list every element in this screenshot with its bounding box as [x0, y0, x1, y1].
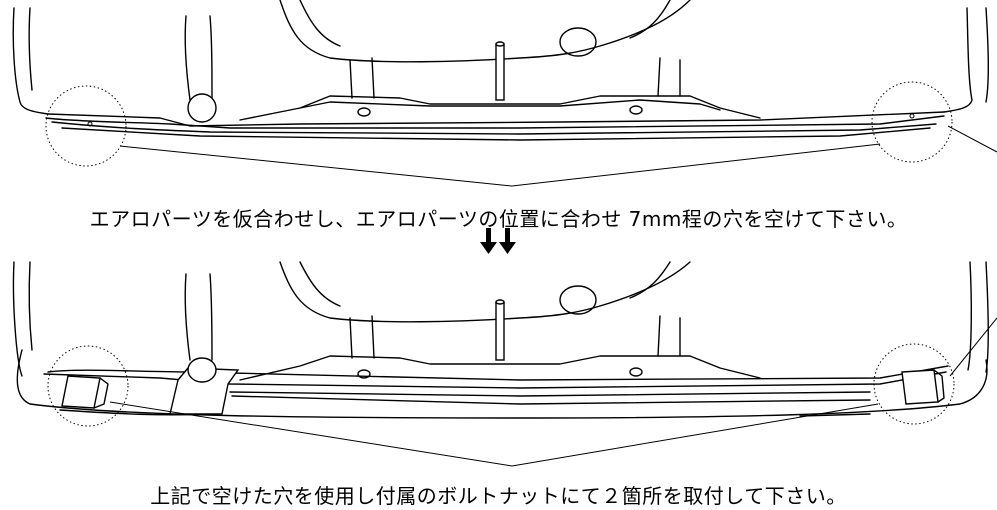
instruction-step-1: エアロパーツを仮合わせし、エアロパーツの位置に合わせ 7mm程の穴を空けて下さい… — [89, 207, 908, 231]
instruction-step-2: 上記で空けた穴を使用し付属のボルトナットにて２箇所を取付して下さい。 — [150, 484, 847, 508]
bumper-before-figure — [12, 0, 997, 187]
bolt-highlight-left — [47, 345, 129, 427]
hole-highlight-right — [871, 81, 953, 163]
bumper-after-figure — [12, 261, 997, 467]
bolt-highlight-right — [873, 343, 955, 425]
hole-highlight-left — [45, 85, 127, 167]
double-down-arrow-icon — [480, 228, 516, 254]
